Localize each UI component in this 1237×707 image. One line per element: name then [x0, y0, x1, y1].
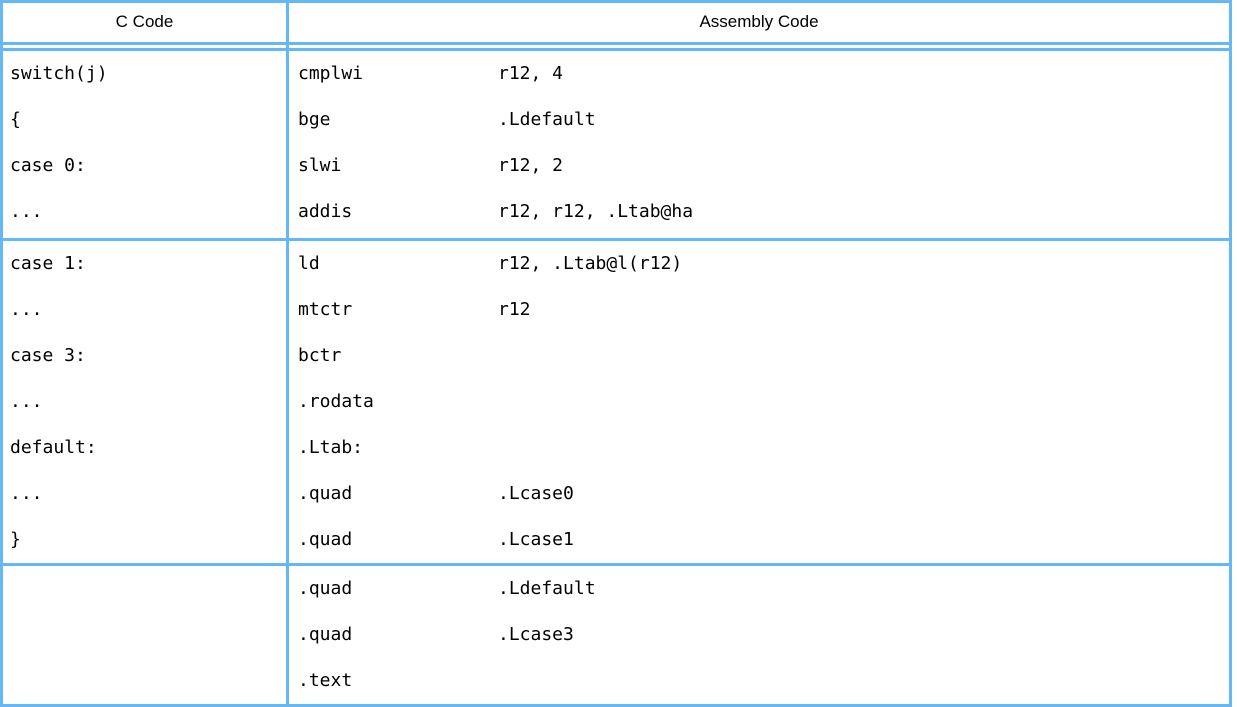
header-double-rule-right	[286, 45, 1232, 51]
assembly-opcode: .quad	[298, 578, 353, 599]
column-header-c-code: C Code	[0, 0, 286, 45]
c-code-line-empty	[3, 658, 286, 704]
c-code-line: ...	[10, 483, 43, 504]
assembly-operand: .Lcase1	[498, 529, 574, 550]
c-code-cell-section-1: switch(j) { case 0: ...	[0, 51, 286, 235]
assembly-code-line: ld r12, .Ltab@l(r12)	[289, 241, 1229, 287]
c-code-line: {	[10, 109, 21, 130]
c-code-line-empty	[3, 612, 286, 658]
assembly-code-line: mtctr r12	[289, 287, 1229, 333]
header-double-rule	[0, 45, 1232, 51]
assembly-code-lines-section-2: ld r12, .Ltab@l(r12) mtctr r12 bctr .rodat…	[289, 241, 1229, 563]
section-1-double-rule-right	[286, 235, 1232, 241]
assembly-operand: r12, .Ltab@l(r12)	[498, 253, 683, 274]
assembly-code-line: bge .Ldefault	[289, 97, 1229, 143]
c-code-line: case 0:	[10, 155, 86, 176]
assembly-code-line: addis r12, r12, .Ltab@ha	[289, 189, 1229, 235]
header-double-rule-left	[0, 45, 286, 51]
assembly-operand: .Lcase0	[498, 483, 574, 504]
table-body: switch(j) { case 0: ... cmplwi r12, 4 bge…	[0, 51, 1232, 707]
assembly-code-lines-section-3: .quad .Ldefault .quad .Lcase3 .text	[289, 566, 1229, 704]
assembly-code-cell-section-2: ld r12, .Ltab@l(r12) mtctr r12 bctr .rodat…	[286, 241, 1232, 566]
c-code-cell-section-2: case 1: ... case 3: ... default: ... }	[0, 241, 286, 566]
table-row: case 1: ... case 3: ... default: ... } l…	[0, 241, 1232, 566]
assembly-operand: .Ldefault	[498, 578, 596, 599]
c-code-lines-section-3	[3, 566, 286, 704]
assembly-code-line: .rodata	[289, 379, 1229, 425]
column-header-assembly-code: Assembly Code	[286, 0, 1232, 45]
assembly-opcode: bge	[298, 109, 331, 130]
assembly-code-line: .quad .Lcase3	[289, 612, 1229, 658]
table-header: C Code Assembly Code	[0, 0, 1232, 51]
header-row: C Code Assembly Code	[0, 0, 1232, 45]
assembly-code-line: .quad .Ldefault	[289, 566, 1229, 612]
assembly-code-line: .Ltab:	[289, 425, 1229, 471]
assembly-opcode: .rodata	[298, 391, 374, 412]
assembly-code-line: .text	[289, 658, 1229, 704]
assembly-operand: r12, 2	[498, 155, 564, 176]
c-code-line: ...	[10, 391, 43, 412]
c-code-line-empty	[3, 566, 286, 612]
assembly-operand: r12, 4	[498, 63, 564, 84]
table-row: .quad .Ldefault .quad .Lcase3 .text	[0, 566, 1232, 707]
assembly-code-line: cmplwi r12, 4	[289, 51, 1229, 97]
c-code-lines-section-1: switch(j) { case 0: ...	[3, 51, 286, 235]
assembly-opcode: bctr	[298, 345, 342, 366]
assembly-opcode: slwi	[298, 155, 342, 176]
assembly-code-line: .quad .Lcase1	[289, 517, 1229, 563]
table-row: switch(j) { case 0: ... cmplwi r12, 4 bge…	[0, 51, 1232, 235]
assembly-code-line: slwi r12, 2	[289, 143, 1229, 189]
c-code-line: case 1:	[10, 253, 86, 274]
c-code-lines-section-2: case 1: ... case 3: ... default: ... }	[3, 241, 286, 563]
assembly-operand: .Lcase3	[498, 624, 574, 645]
assembly-opcode: .quad	[298, 529, 353, 550]
section-1-double-rule-left	[0, 235, 286, 241]
assembly-opcode: ld	[298, 253, 320, 274]
assembly-code-line: .quad .Lcase0	[289, 471, 1229, 517]
assembly-opcode: .quad	[298, 483, 353, 504]
section-1-double-rule	[0, 235, 1232, 241]
c-code-line: case 3:	[10, 345, 86, 366]
assembly-code-cell-section-3: .quad .Ldefault .quad .Lcase3 .text	[286, 566, 1232, 707]
assembly-operand: .Ldefault	[498, 109, 596, 130]
c-code-line: default:	[10, 437, 97, 458]
c-code-cell-section-3	[0, 566, 286, 707]
c-code-line: }	[10, 529, 21, 550]
c-code-line: ...	[10, 201, 43, 222]
c-code-line: switch(j)	[10, 63, 108, 84]
assembly-code-line: bctr	[289, 333, 1229, 379]
assembly-opcode: .text	[298, 670, 353, 691]
assembly-opcode: addis	[298, 201, 353, 222]
assembly-opcode: .quad	[298, 624, 353, 645]
assembly-code-cell-section-1: cmplwi r12, 4 bge .Ldefault slwi r12, 2 add…	[286, 51, 1232, 235]
assembly-opcode: cmplwi	[298, 63, 364, 84]
assembly-opcode: mtctr	[298, 299, 353, 320]
c-code-line: ...	[10, 299, 43, 320]
assembly-code-lines-section-1: cmplwi r12, 4 bge .Ldefault slwi r12, 2 add…	[289, 51, 1229, 235]
assembly-opcode: .Ltab:	[298, 437, 364, 458]
assembly-operand: r12	[498, 299, 531, 320]
assembly-operand: r12, r12, .Ltab@ha	[498, 201, 694, 222]
